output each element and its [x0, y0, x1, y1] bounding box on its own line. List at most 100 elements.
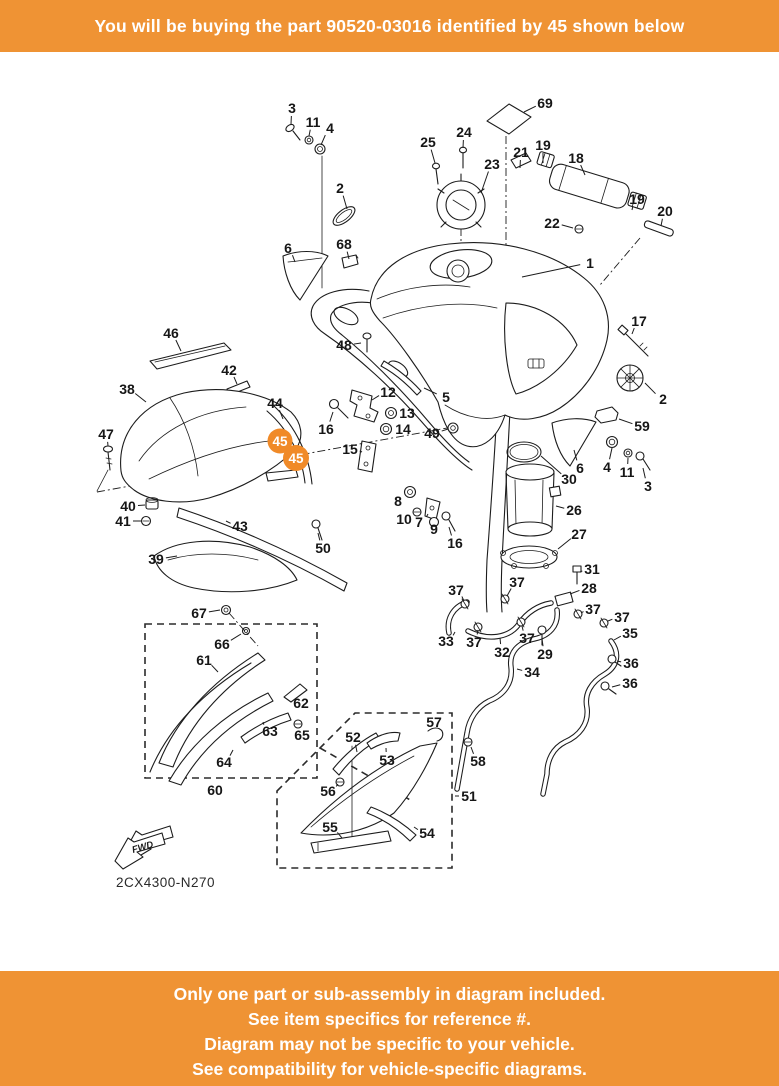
callout-10: 10: [396, 511, 412, 527]
callout-68: 68: [336, 236, 352, 252]
leader-line: [521, 264, 581, 278]
leader-line: [480, 171, 489, 194]
callout-28: 28: [581, 580, 597, 596]
leader-line: [134, 393, 147, 403]
callout-42: 42: [221, 362, 237, 378]
leader-line: [631, 206, 634, 211]
callout-44: 44: [267, 395, 283, 411]
leader-line: [342, 195, 348, 210]
leader-line: [225, 520, 231, 524]
callout-48: 48: [336, 337, 352, 353]
callout-22: 22: [544, 215, 560, 231]
callout-2: 2: [659, 391, 667, 407]
leader-line: [541, 638, 544, 647]
callout-37: 37: [448, 582, 464, 598]
callout-14: 14: [395, 421, 411, 437]
callout-65: 65: [294, 727, 310, 743]
callout-37: 37: [466, 634, 482, 650]
lock-assembly: [510, 151, 674, 237]
highlight-badge-value: 45: [272, 434, 288, 449]
callout-56: 56: [320, 783, 336, 799]
leader-line: [329, 411, 334, 422]
leader-line: [423, 387, 437, 395]
leader-line: [317, 532, 321, 541]
callout-4: 4: [603, 459, 611, 475]
leader-line: [607, 618, 613, 622]
leader-line: [609, 447, 613, 460]
callout-19: 19: [535, 137, 551, 153]
leader-line: [441, 428, 449, 432]
callout-15: 15: [342, 441, 358, 457]
down-tube: [485, 391, 512, 613]
leader-line: [320, 134, 326, 146]
callout-32: 32: [494, 644, 510, 660]
callout-30: 30: [561, 471, 577, 487]
callout-61: 61: [196, 652, 212, 668]
callout-4: 4: [326, 120, 334, 136]
callout-6: 6: [576, 460, 584, 476]
callout-64: 64: [216, 754, 232, 770]
leader-line: [499, 637, 502, 645]
leader-line: [413, 826, 419, 831]
leader-line: [165, 555, 178, 559]
callout-5: 5: [442, 389, 450, 405]
leader-line: [579, 570, 583, 573]
leader-line: [371, 395, 380, 401]
callout-36: 36: [623, 655, 639, 671]
callout-19: 19: [629, 191, 645, 207]
callout-16: 16: [318, 421, 334, 437]
callout-3: 3: [288, 100, 296, 116]
listing-footer: Only one part or sub-assembly in diagram…: [0, 971, 779, 1086]
footer-line-4: See compatibility for vehicle-specific d…: [192, 1059, 587, 1079]
leader-line: [580, 164, 586, 176]
leader-line: [346, 251, 350, 260]
leader-line: [521, 625, 524, 631]
callout-9: 9: [430, 521, 438, 537]
leader-line: [229, 749, 234, 756]
callout-34: 34: [524, 664, 540, 680]
callout-41: 41: [115, 513, 131, 529]
fuel-pump: [500, 441, 562, 569]
leader-line: [452, 631, 456, 636]
leader-line: [580, 611, 584, 614]
leader-line: [279, 409, 284, 420]
callout-67: 67: [191, 605, 207, 621]
callout-57: 57: [426, 714, 442, 730]
callout-18: 18: [568, 150, 584, 166]
callout-11: 11: [620, 464, 635, 480]
callout-59: 59: [634, 418, 650, 434]
leader-line: [642, 467, 646, 479]
callout-36: 36: [622, 675, 638, 691]
callout-8: 8: [394, 493, 402, 509]
callout-2: 2: [336, 180, 344, 196]
highlight-badge-1: [267, 428, 293, 454]
leader-line: [557, 538, 572, 550]
air-scoop-right: [551, 418, 597, 467]
leader-line: [430, 149, 436, 164]
callout-17: 17: [631, 313, 647, 329]
leader-line: [336, 832, 343, 839]
callout-69: 69: [537, 95, 553, 111]
callout-62: 62: [293, 695, 309, 711]
leader-line: [308, 129, 311, 137]
callout-47: 47: [98, 426, 114, 442]
callout-51: 51: [461, 788, 477, 804]
callout-55: 55: [322, 819, 338, 835]
callout-38: 38: [119, 381, 135, 397]
callout-53: 53: [379, 752, 395, 768]
callout-12: 12: [380, 384, 396, 400]
callout-11: 11: [306, 114, 321, 130]
leader-line: [618, 418, 633, 425]
callout-24: 24: [456, 124, 472, 140]
leader-line: [353, 342, 362, 345]
callout-7: 7: [415, 514, 423, 530]
banner-text: You will be buying the part 90520-03016 …: [94, 15, 685, 36]
callout-1: 1: [586, 255, 594, 271]
callout-16: 16: [447, 535, 463, 551]
leader-line: [208, 609, 221, 613]
leader-line: [644, 382, 656, 395]
leader-line: [540, 455, 562, 475]
leader-line: [335, 783, 339, 787]
